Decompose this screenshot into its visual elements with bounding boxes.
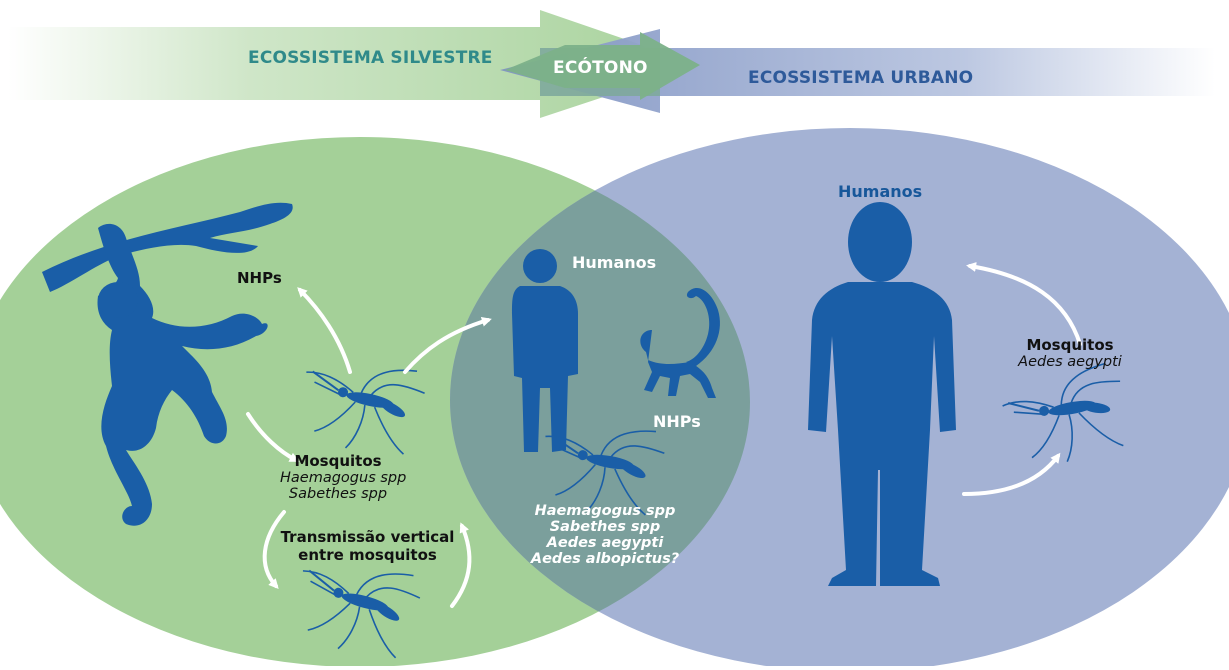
vertical-transmission-line1: Transmissão vertical	[275, 528, 460, 546]
ecotone-species-2: Sabethes spp	[525, 519, 685, 535]
urban-mosquitos-title: Mosquitos	[1012, 336, 1128, 354]
sylvatic-species-1: Haemagogus spp	[280, 470, 396, 486]
urban-mosquitos-block: Mosquitos Aedes aegypti	[1012, 336, 1128, 370]
urban-species: Aedes aegypti	[1012, 354, 1128, 370]
vertical-transmission-line2: entre mosquitos	[275, 546, 460, 564]
sylvatic-mosquitos-title: Mosquitos	[280, 452, 396, 470]
sylvatic-species-2: Sabethes spp	[280, 486, 396, 502]
ecotone-species-1: Haemagogus spp	[525, 503, 685, 519]
ecotone-species-3: Aedes aegypti	[525, 535, 685, 551]
sylvatic-mosquitos-block: Mosquitos Haemagogus spp Sabethes spp	[280, 452, 396, 502]
ecotone-humanos-label: Humanos	[572, 253, 656, 272]
ecotone-species-4: Aedes albopictus?	[525, 551, 685, 567]
ecotono-label: ECÓTONO	[553, 58, 648, 78]
ecotone-nhps-label: NHPs	[653, 412, 701, 431]
vertical-transmission-block: Transmissão vertical entre mosquitos	[275, 528, 460, 564]
sylvatic-nhps-label: NHPs	[237, 269, 282, 287]
urban-humanos-label: Humanos	[838, 182, 922, 201]
ecotone-species-block: Haemagogus spp Sabethes spp Aedes aegypt…	[525, 503, 685, 567]
urbano-label: ECOSSISTEMA URBANO	[748, 68, 973, 88]
silvestre-label: ECOSSISTEMA SILVESTRE	[248, 48, 493, 68]
